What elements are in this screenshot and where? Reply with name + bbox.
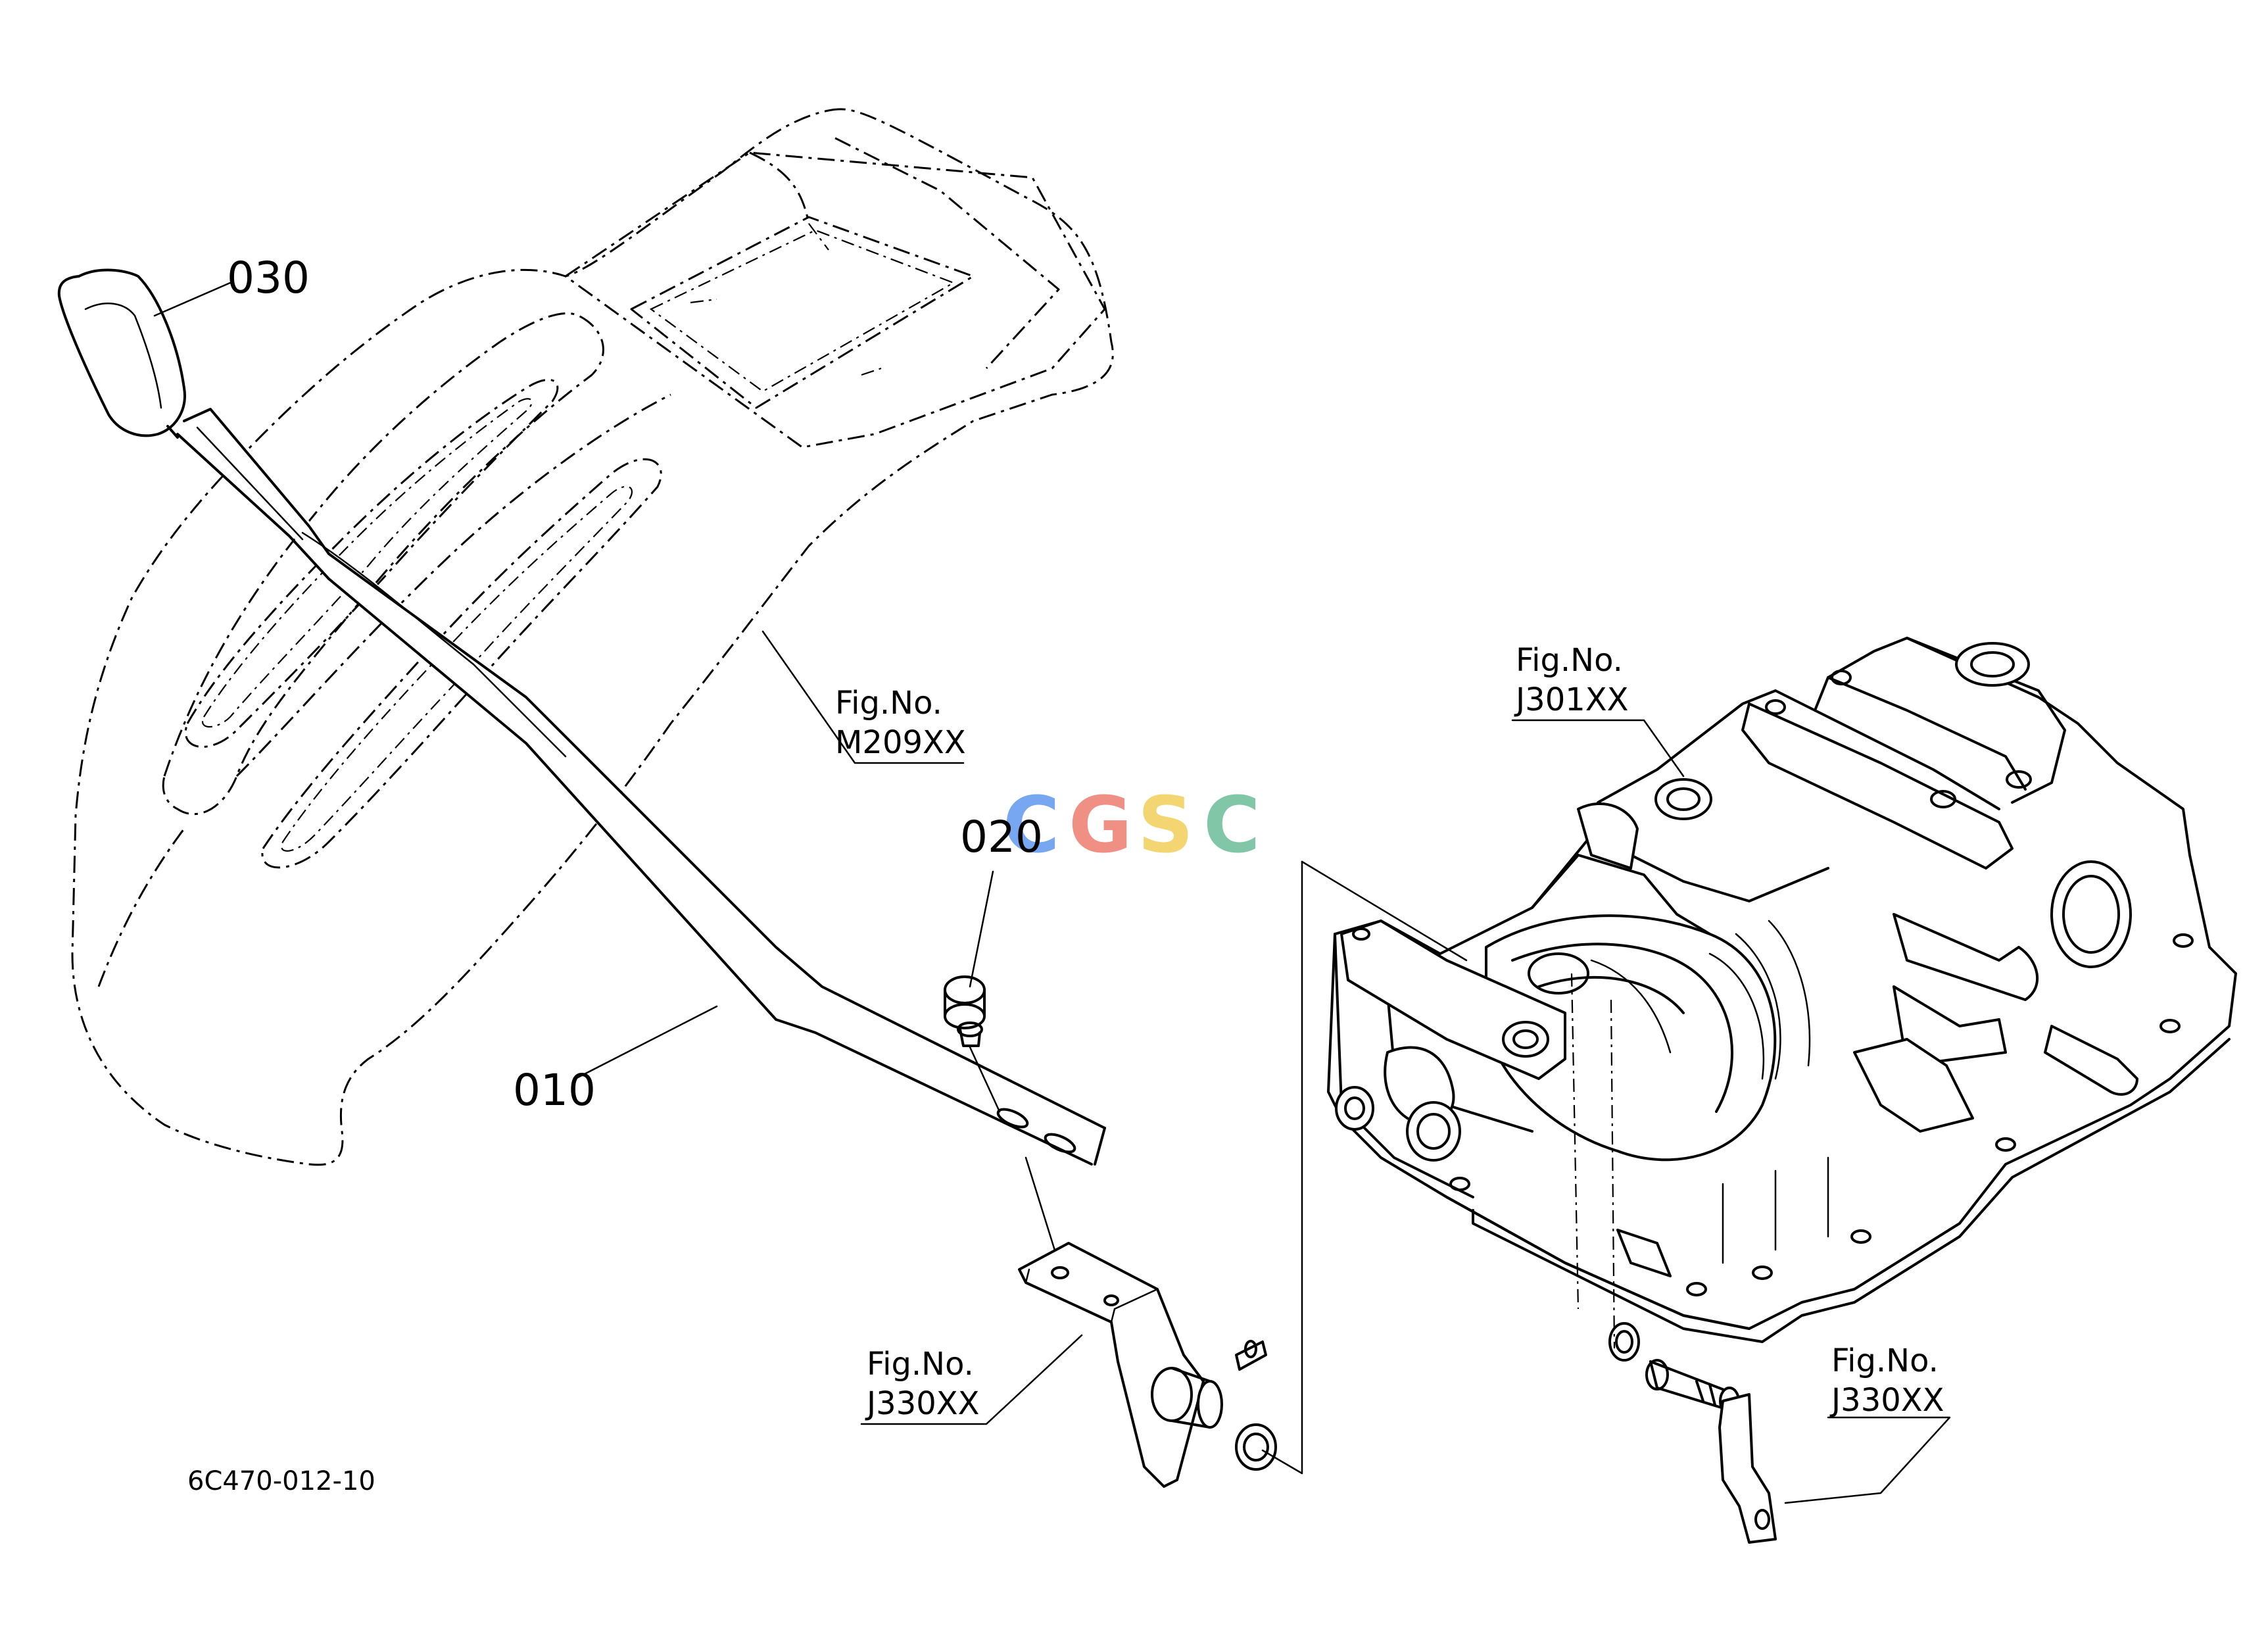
fig-label-m209: Fig.No. — [835, 685, 942, 722]
fig-label-j330-left: Fig.No. — [867, 1346, 974, 1383]
watermark-letter-4: C — [1203, 779, 1261, 870]
callout-010: 010 — [513, 1065, 596, 1116]
watermark: C G S C — [1003, 779, 1261, 870]
hydraulic-housing — [1327, 637, 2237, 1343]
drawing-code: 6C470-012-10 — [187, 1466, 375, 1496]
labels: 030 020 010 Fig.No. M209XX Fig.No. J301X… — [187, 253, 1944, 1496]
fig-label-j301: Fig.No. — [1516, 642, 1623, 679]
fender-outline — [71, 108, 1114, 1166]
lever-010 — [176, 408, 1106, 1166]
callout-030: 030 — [227, 253, 310, 303]
knob-030 — [57, 268, 186, 439]
plug-020 — [944, 975, 1060, 1264]
watermark-letter-2: G — [1069, 779, 1132, 870]
fig-label-j330-right: Fig.No. — [1831, 1342, 1939, 1379]
bracket-left — [1018, 1242, 1277, 1488]
fig-number-j330-right: J330XX — [1829, 1382, 1944, 1419]
fig-number-j301: J301XX — [1514, 681, 1629, 718]
fig-number-j330-left: J330XX — [865, 1385, 980, 1422]
leader-lines — [153, 282, 1951, 1504]
watermark-letter-3: S — [1138, 779, 1194, 870]
callout-020: 020 — [960, 812, 1043, 862]
bracket-right — [1570, 973, 1777, 1544]
watermark-letter-1: C — [1003, 779, 1060, 870]
fig-number-m209: M209XX — [835, 724, 966, 761]
